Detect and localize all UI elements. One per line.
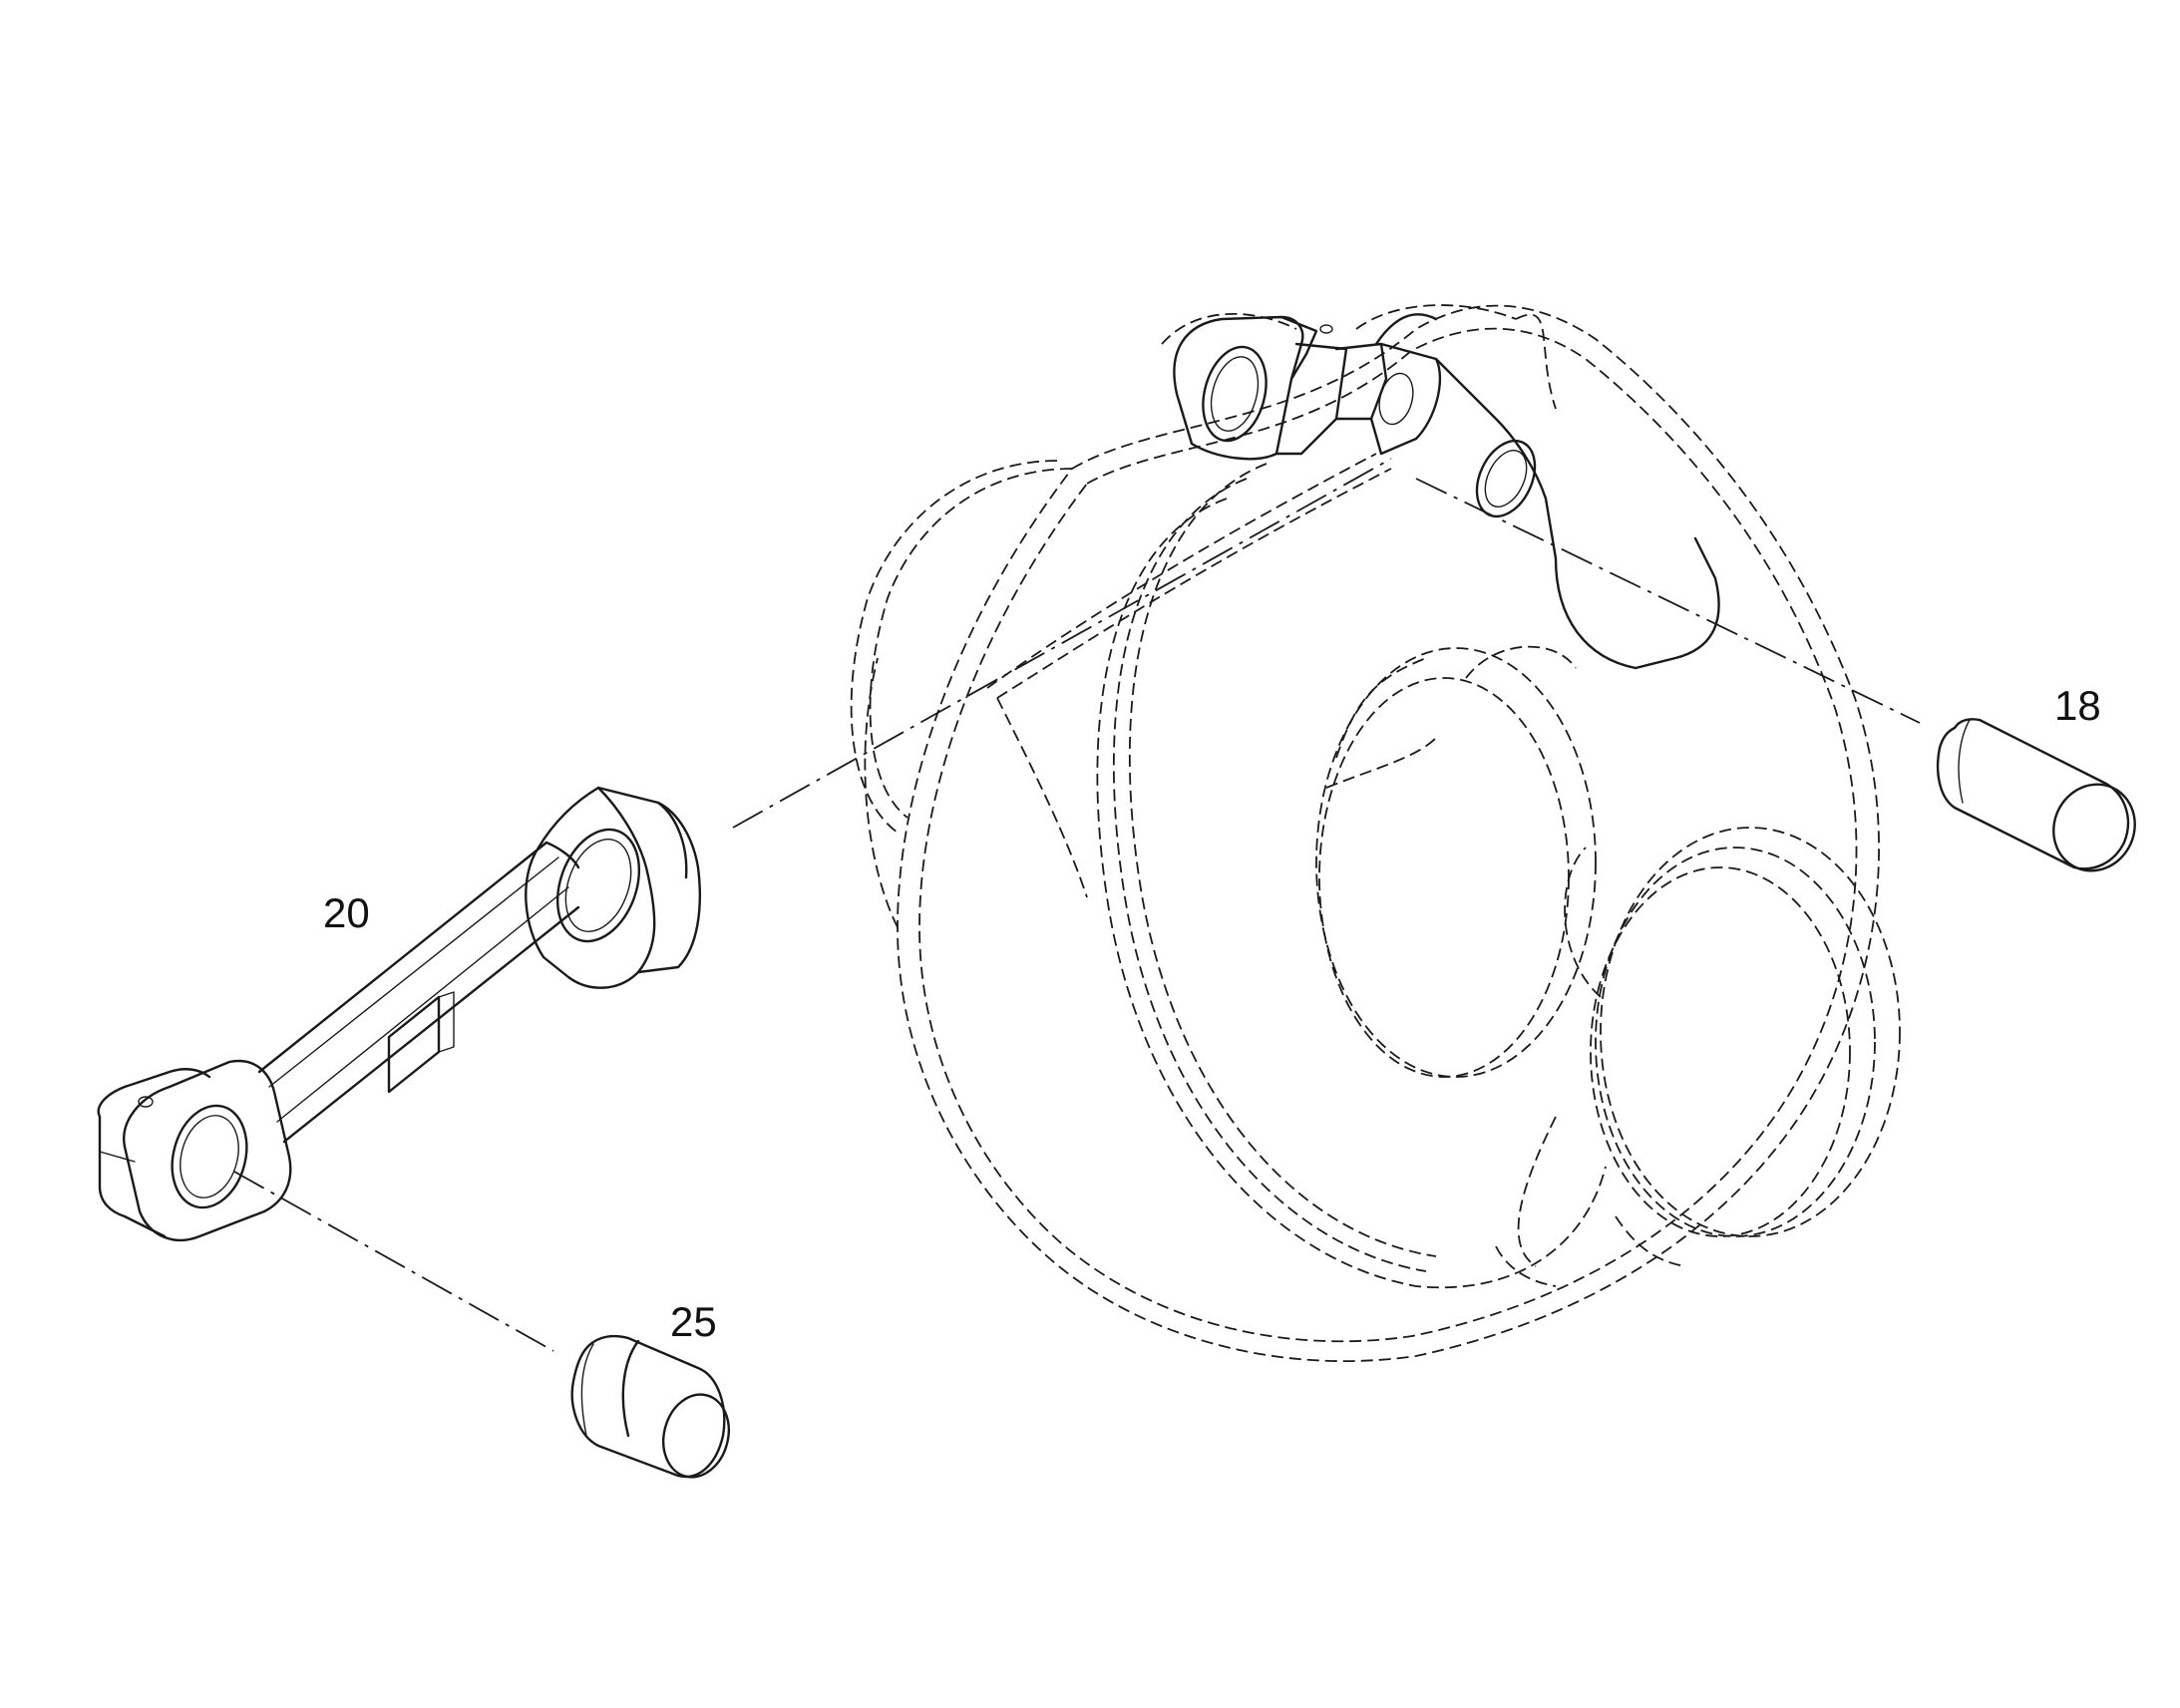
connecting-rod-part [97,786,701,1241]
callout-label-20: 20 [323,889,370,936]
callout-label-25: 25 [670,1298,717,1345]
housing-bracket [1173,313,1720,670]
pin-part-18 [1936,718,2136,872]
callout-label-18: 18 [2054,682,2101,729]
assembly-lines [233,458,1921,1352]
housing-part [850,304,1901,1362]
bushing-part-25 [570,1334,730,1479]
